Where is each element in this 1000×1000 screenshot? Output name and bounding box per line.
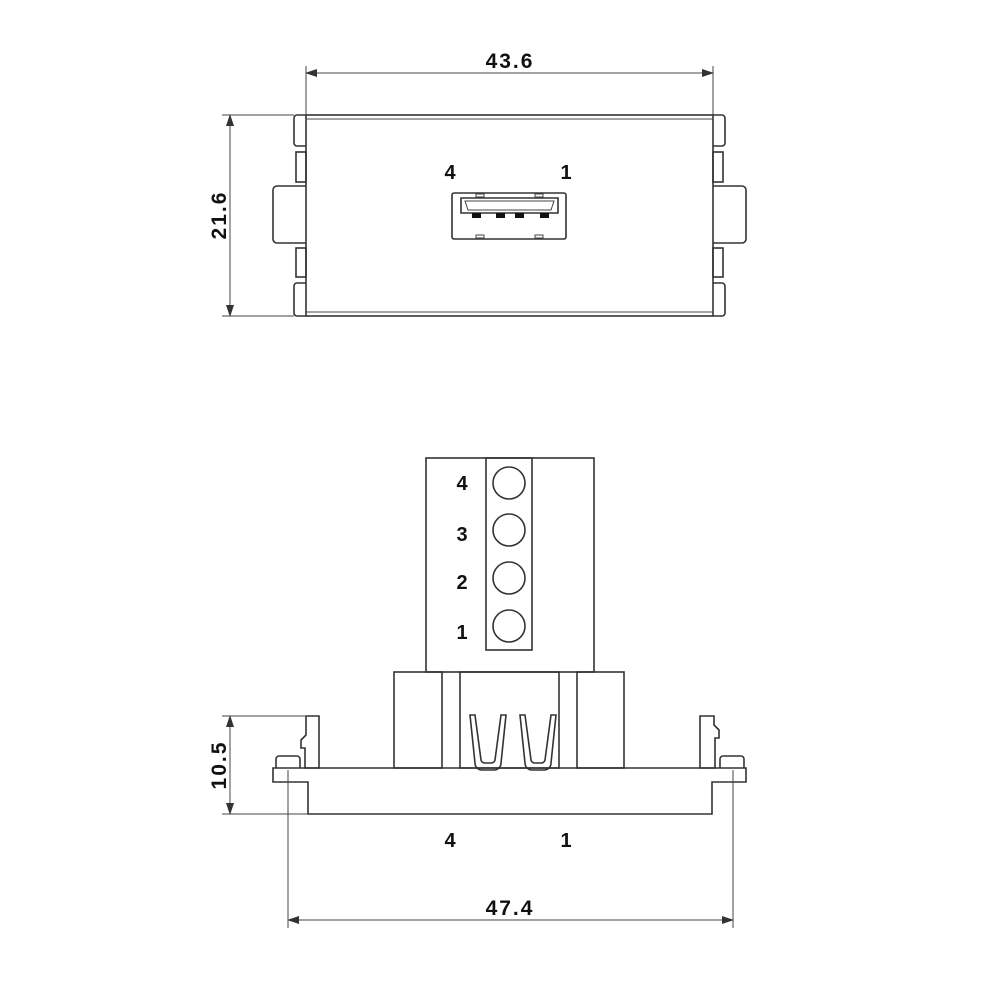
pin-strip (485, 457, 533, 651)
terminal-block (425, 457, 595, 673)
bottom-pin-label-4: 4 (444, 830, 456, 852)
dimension-label-10-5: 10.5 (208, 741, 231, 790)
side-pin-label-1: 1 (456, 622, 467, 644)
right-screw (719, 755, 745, 768)
bottom-pin-label-1: 1 (560, 830, 571, 852)
dimension-height-top: 21.6 (208, 114, 294, 317)
terminal-3 (492, 513, 526, 547)
right-latch (699, 715, 720, 769)
left-latch (300, 715, 320, 769)
dimension-label-47-4: 47.4 (486, 897, 535, 920)
dimension-label-43-6: 43.6 (486, 50, 535, 73)
usb-port (451, 192, 567, 240)
left-tabs (272, 114, 307, 317)
dimension-label-21-6: 21.6 (208, 191, 231, 240)
side-pin-label-2: 2 (456, 572, 467, 594)
side-pin-label-3: 3 (456, 524, 467, 546)
right-tabs (712, 114, 747, 317)
left-screw (275, 755, 301, 768)
front-view: 4 1 (272, 114, 747, 317)
terminal-2 (492, 561, 526, 595)
terminal-1 (492, 609, 526, 643)
dimension-width-top: 43.6 (305, 50, 714, 115)
dimension-height-side: 10.5 (208, 715, 308, 815)
terminal-4 (492, 466, 526, 500)
front-pin-label-4: 4 (444, 162, 456, 184)
front-pin-label-1: 1 (560, 162, 571, 184)
faceplate (305, 114, 714, 317)
dimension-width-side: 47.4 (287, 770, 734, 928)
base-plate (272, 767, 747, 815)
usb-housing (459, 671, 560, 769)
side-pin-label-4: 4 (456, 473, 468, 495)
side-view: 4 3 2 1 4 1 (272, 457, 747, 852)
